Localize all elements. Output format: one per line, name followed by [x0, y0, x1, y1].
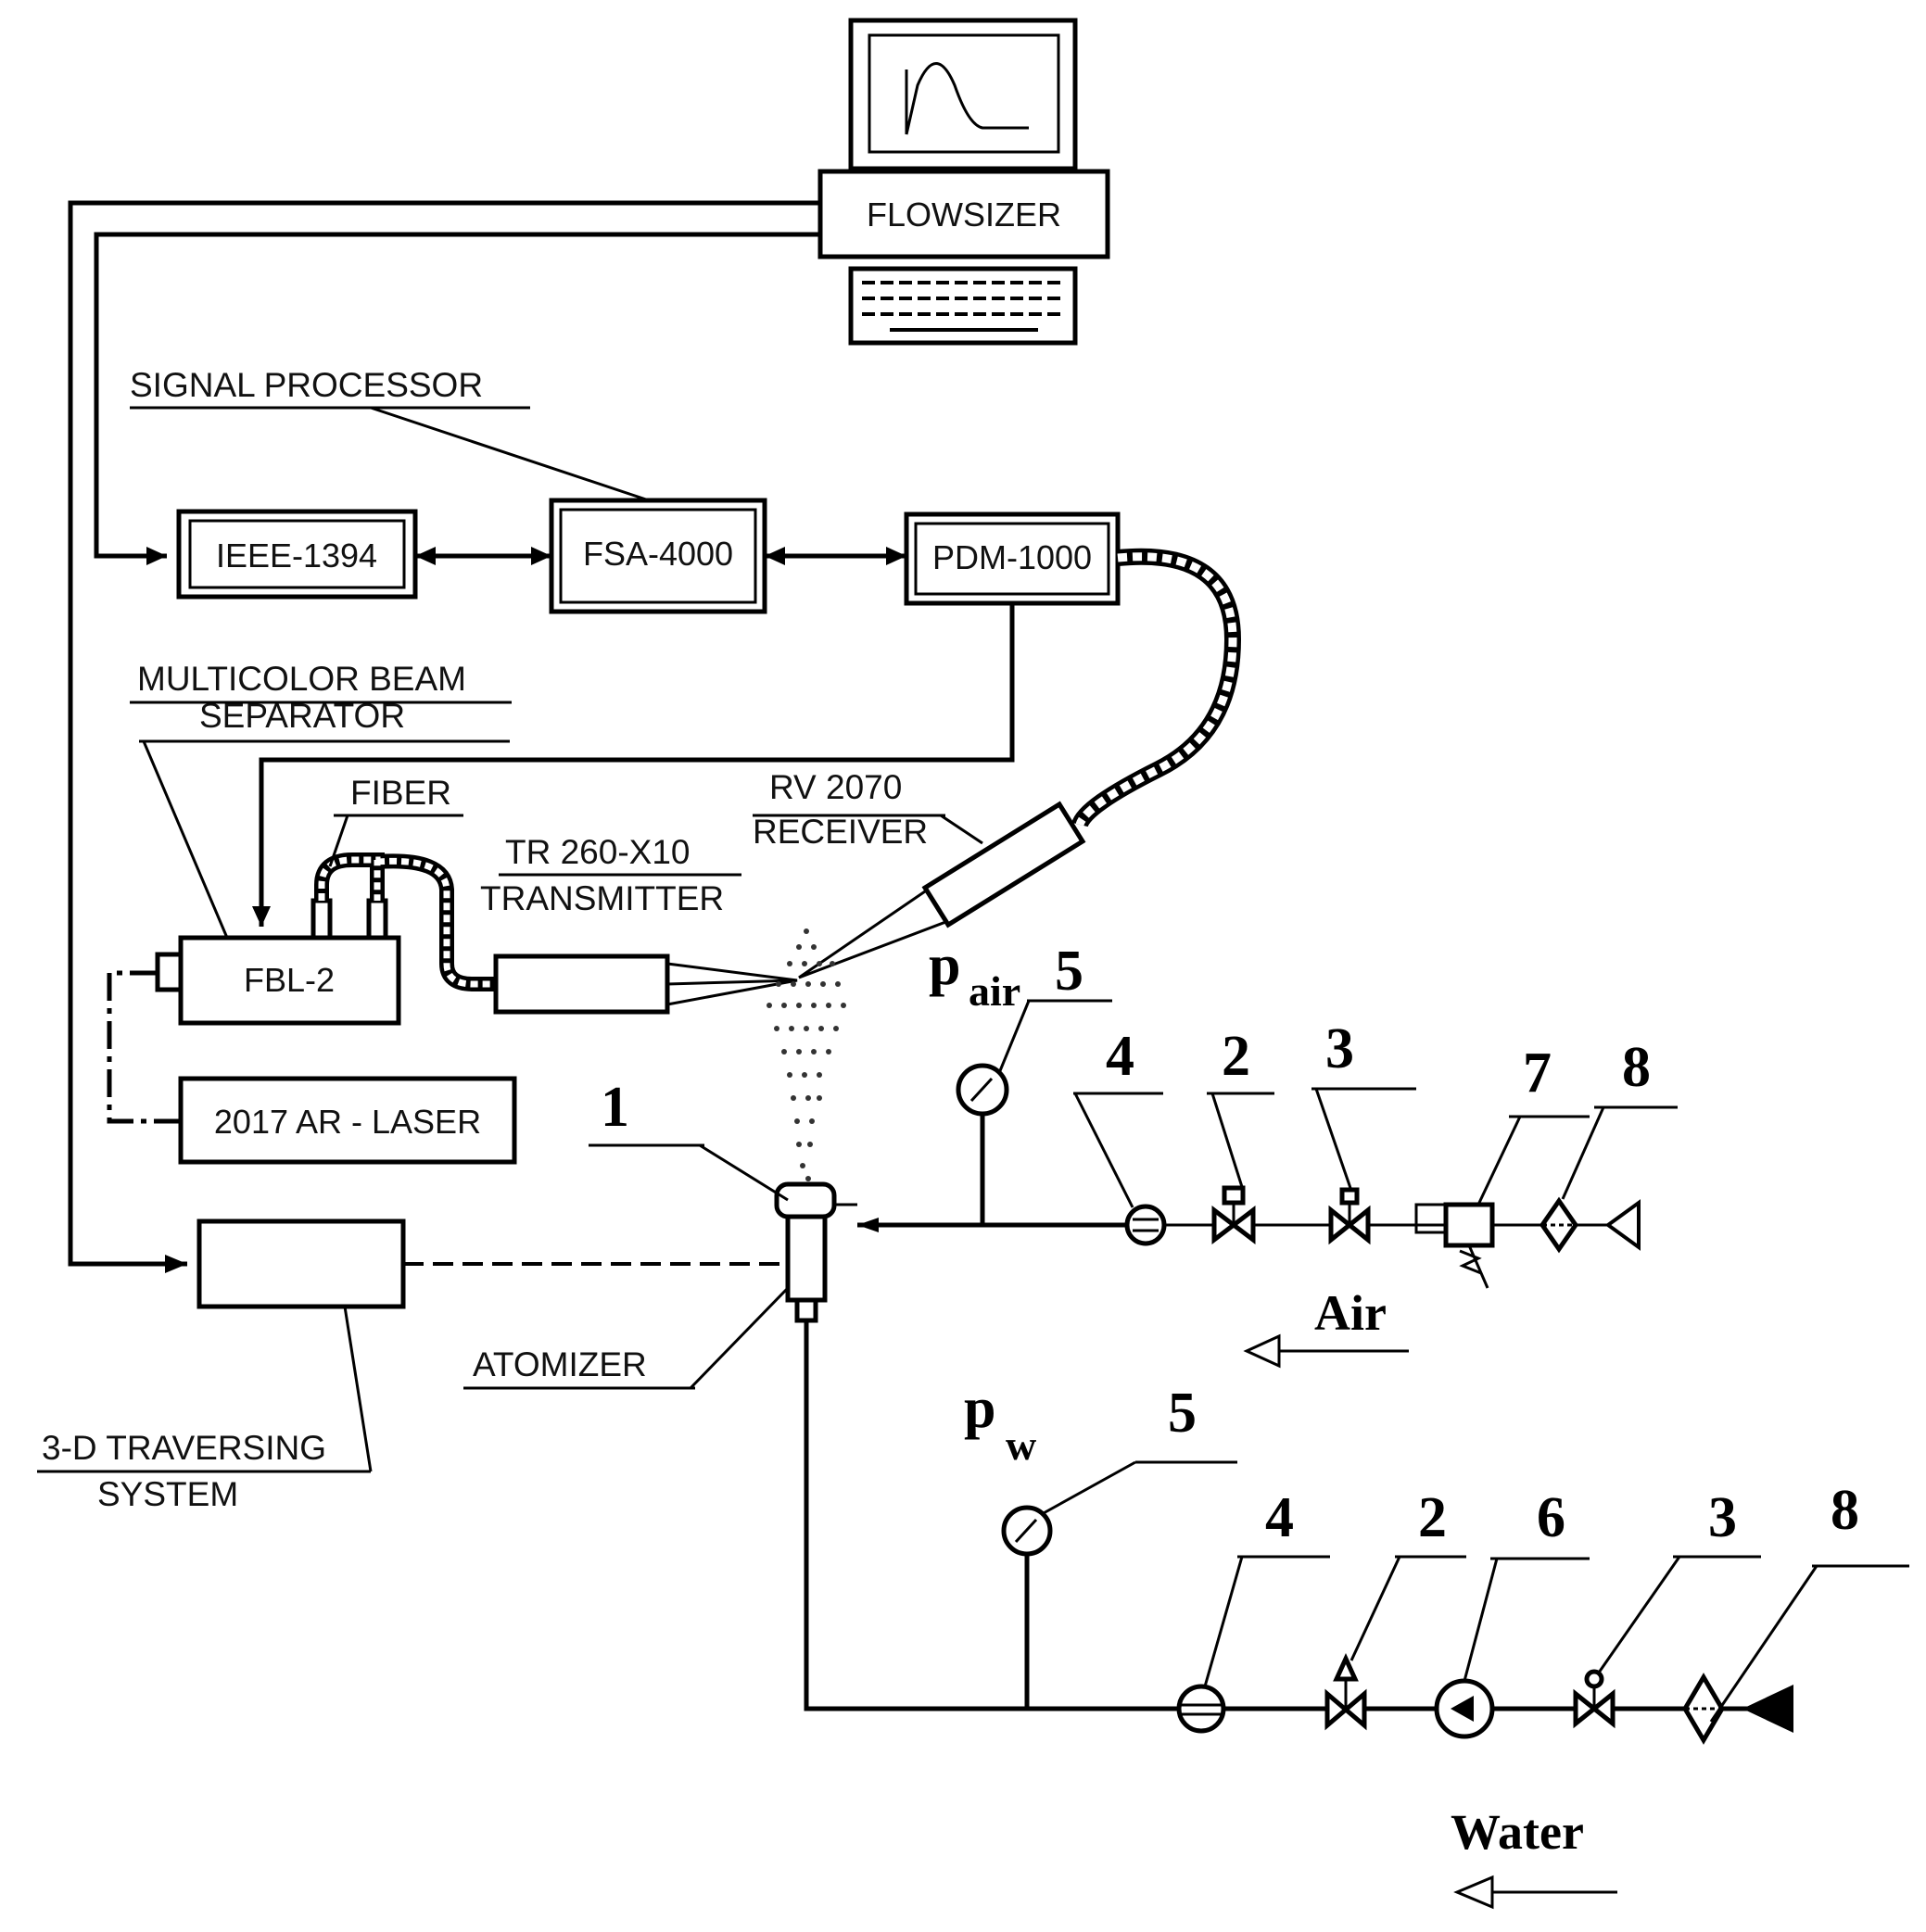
receiver-label-2: RECEIVER: [753, 813, 928, 851]
ieee-1394-box: IEEE-1394: [176, 509, 418, 600]
air-flow-label: Air: [1314, 1285, 1387, 1341]
keyboard-icon: [848, 266, 1078, 346]
traversing-label-1: 3-D TRAVERSING: [42, 1429, 326, 1467]
water-pressure-gauge: [1001, 1460, 1136, 1709]
air-valve-3: [1314, 1088, 1371, 1245]
fsa-4000-label: FSA-4000: [583, 535, 733, 573]
pdm-1000-box: PDM-1000: [904, 511, 1121, 606]
cable-flowsizer-traverse: [68, 200, 820, 1273]
traversing-label-2: SYSTEM: [97, 1475, 238, 1513]
spray-cone: [767, 928, 846, 1181]
water-component-number: 8: [1831, 1479, 1859, 1542]
air-component-number: 8: [1622, 1036, 1651, 1099]
water-component-number: 6: [1537, 1486, 1565, 1549]
laser-label: 2017 AR - LASER: [214, 1103, 481, 1141]
leader-line: [370, 406, 650, 502]
air-flowmeter-4: [1073, 1092, 1167, 1246]
laser-fbl-cable: [107, 970, 181, 1124]
leader-line: [328, 814, 349, 867]
water-source-icon: [1742, 1685, 1793, 1733]
water-flow-label: Water: [1451, 1804, 1584, 1860]
transmitter-label-2: TRANSMITTER: [480, 879, 724, 917]
traversing-system-box: [196, 1219, 406, 1309]
water-filter-8: [1682, 1565, 1818, 1745]
fiber-label: FIBER: [350, 774, 451, 812]
air-pressure-gauge: [956, 1000, 1031, 1225]
leader-line: [343, 1306, 373, 1472]
water-flowmeter-4: [1176, 1556, 1244, 1734]
atomizer-label: ATOMIZER: [473, 1345, 647, 1383]
ieee-1394-label: IEEE-1394: [216, 537, 377, 575]
signal-processor-label: SIGNAL PROCESSOR: [130, 366, 483, 404]
water-component-number: 3: [1708, 1486, 1737, 1549]
water-pressure-symbol: p: [964, 1377, 995, 1440]
air-flow-arrow: [1243, 1333, 1409, 1369]
fbl-2-box: FBL-2: [155, 898, 401, 1026]
water-component-number: 2: [1418, 1486, 1447, 1549]
water-flow-arrow: [1453, 1875, 1617, 1910]
link-fsa-pdm: [765, 547, 906, 565]
air-component-number: 3: [1325, 1017, 1354, 1080]
computer-monitor: [848, 18, 1078, 171]
flowsizer-box: FLOWSIZER: [817, 169, 1110, 259]
water-gauge-number: 5: [1168, 1382, 1197, 1445]
leader-line: [699, 1143, 789, 1202]
water-pressure-subscript: w: [1006, 1421, 1036, 1469]
cable-flowsizer-ieee: [94, 232, 820, 565]
air-pressure-symbol: p: [929, 934, 960, 997]
atomizer-nozzle: [774, 1181, 857, 1323]
leader-line: [689, 1286, 790, 1390]
fbl-2-label: FBL-2: [244, 961, 335, 999]
air-source-icon: [1604, 1199, 1641, 1251]
receiver-fiber-cable: [1071, 548, 1242, 828]
cable-pdm-fbl: [252, 603, 1015, 927]
receiver-label-1: RV 2070: [769, 768, 902, 806]
air-filter-8: [1539, 1106, 1605, 1254]
air-component-number: 7: [1523, 1042, 1552, 1105]
receiver-probe: [798, 801, 1086, 979]
transmitter-label-1: TR 260-X10: [505, 833, 691, 871]
water-pump-6: [1434, 1558, 1499, 1739]
water-component-number: 4: [1265, 1486, 1294, 1549]
laser-box: 2017 AR - LASER: [178, 1076, 517, 1165]
air-component-number: 2: [1222, 1025, 1250, 1088]
air-pressure-subscript: air: [969, 967, 1020, 1015]
transmitter-probe: [493, 953, 798, 1015]
air-regulator-7: [1414, 1116, 1522, 1289]
pdm-1000-label: PDM-1000: [932, 538, 1092, 576]
leader-line: [142, 740, 229, 939]
air-valve-2: [1210, 1092, 1256, 1245]
flowsizer-label: FLOWSIZER: [867, 196, 1061, 234]
air-gauge-number: 5: [1055, 940, 1083, 1003]
beam-separator-label-1: MULTICOLOR BEAM: [137, 660, 466, 698]
water-valve-2: [1324, 1556, 1401, 1731]
water-valve-3: [1573, 1556, 1681, 1729]
atomizer-number: 1: [601, 1076, 629, 1139]
air-component-number: 4: [1106, 1025, 1134, 1088]
fsa-4000-box: FSA-4000: [549, 498, 767, 614]
link-ieee-fsa: [415, 547, 551, 565]
leader-line: [940, 814, 983, 845]
